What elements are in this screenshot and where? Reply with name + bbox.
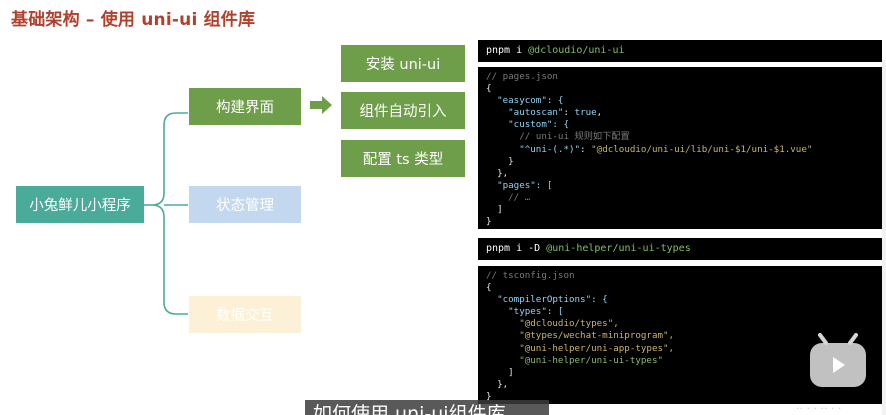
code-key: "pages": [ xyxy=(486,179,553,191)
root-node-label: 小兔鲜儿小程序 xyxy=(29,198,131,214)
code-key: "easycom": { xyxy=(486,95,564,107)
step-config-ts-types: 配置 ts 类型 xyxy=(341,140,465,177)
code-value: "@dcloudio/uni-ui/lib/uni-$1/uni-$1.vue" xyxy=(591,143,813,155)
code-line: "autoscan": true, xyxy=(486,107,603,119)
code-value: true xyxy=(574,107,597,119)
code-line: "@uni-helper/uni-app-types", xyxy=(486,342,675,354)
step-install-label: 安装 uni-ui xyxy=(365,57,441,73)
pages-json-code-block: // pages.json{ "easycom": { "autoscan": … xyxy=(478,67,882,229)
code-key: "^uni-(.*)" xyxy=(486,143,581,155)
mindmap-brace xyxy=(144,112,188,315)
types-command-block: pnpm i -D @uni-helper/uni-ui-types xyxy=(478,238,882,260)
branch-data-interaction-label: 数据交互 xyxy=(216,308,274,324)
svg-text:·· · · ·· · ·: ·· · · ·· · · xyxy=(796,402,841,415)
install-command-prefix: pnpm i xyxy=(486,45,529,56)
step-auto-import-label: 组件自动引入 xyxy=(359,104,447,120)
code-line: } xyxy=(486,216,492,228)
branch-build-ui-label: 构建界面 xyxy=(216,100,274,116)
code-line: "@types/wechat-miniprogram", xyxy=(486,330,675,342)
types-command-package: @uni-helper/uni-ui-types xyxy=(546,243,691,254)
code-line: "@uni-helper/uni-ui-types" xyxy=(486,354,664,366)
watermark-dots: ·· · · ·· · · xyxy=(796,402,841,415)
install-command-package: @dcloudio/uni-ui xyxy=(528,45,625,56)
code-key: "custom": { xyxy=(486,119,569,131)
code-line: "compilerOptions": { xyxy=(486,294,608,306)
code-line: "easycom": { xyxy=(486,95,882,107)
code-line: { xyxy=(486,282,492,294)
install-command-block: pnpm i @dcloudio/uni-ui xyxy=(478,40,882,62)
slide-title: 基础架构 – 使用 uni-ui 组件库 xyxy=(11,10,256,30)
code-line: // pages.json xyxy=(486,71,558,82)
types-command-prefix: pnpm i -D xyxy=(486,243,547,254)
code-line: "custom": { xyxy=(486,119,882,131)
code-line: { xyxy=(486,83,492,95)
code-line: "@dcloudio/types", xyxy=(486,318,619,330)
branch-state-management: 状态管理 xyxy=(189,186,301,223)
code-line: // … xyxy=(486,191,531,203)
code-line: }, xyxy=(486,167,509,179)
bilibili-tv-icon[interactable] xyxy=(807,333,869,395)
root-node: 小兔鲜儿小程序 xyxy=(16,186,144,223)
branch-state-management-label: 状态管理 xyxy=(216,198,274,214)
code-line: "^uni-(.*)": "@dcloudio/uni-ui/lib/uni-$… xyxy=(486,143,813,155)
branch-data-interaction: 数据交互 xyxy=(189,296,301,333)
code-line: // uni-ui 规则如下配置 xyxy=(486,131,630,143)
code-line: } xyxy=(486,155,514,167)
code-line: "pages": [ xyxy=(486,180,882,192)
step-install-uni-ui: 安装 uni-ui xyxy=(341,45,465,82)
video-subtitle-text: 如何使用 uni-ui组件库 xyxy=(313,403,506,415)
step-config-ts-label: 配置 ts 类型 xyxy=(362,152,444,168)
branch-build-ui: 构建界面 xyxy=(189,88,301,125)
step-auto-import: 组件自动引入 xyxy=(341,92,465,129)
code-line: "types": [ xyxy=(486,306,564,318)
code-line: ] xyxy=(486,204,503,216)
right-gutter xyxy=(882,60,886,415)
code-key: "autoscan" xyxy=(486,107,564,119)
code-line: }, xyxy=(486,378,509,390)
code-line: // tsconfig.json xyxy=(486,270,575,281)
code-line: } xyxy=(486,390,492,402)
code-line: ] xyxy=(486,366,514,378)
video-subtitle: 如何使用 uni-ui组件库 xyxy=(305,400,549,415)
